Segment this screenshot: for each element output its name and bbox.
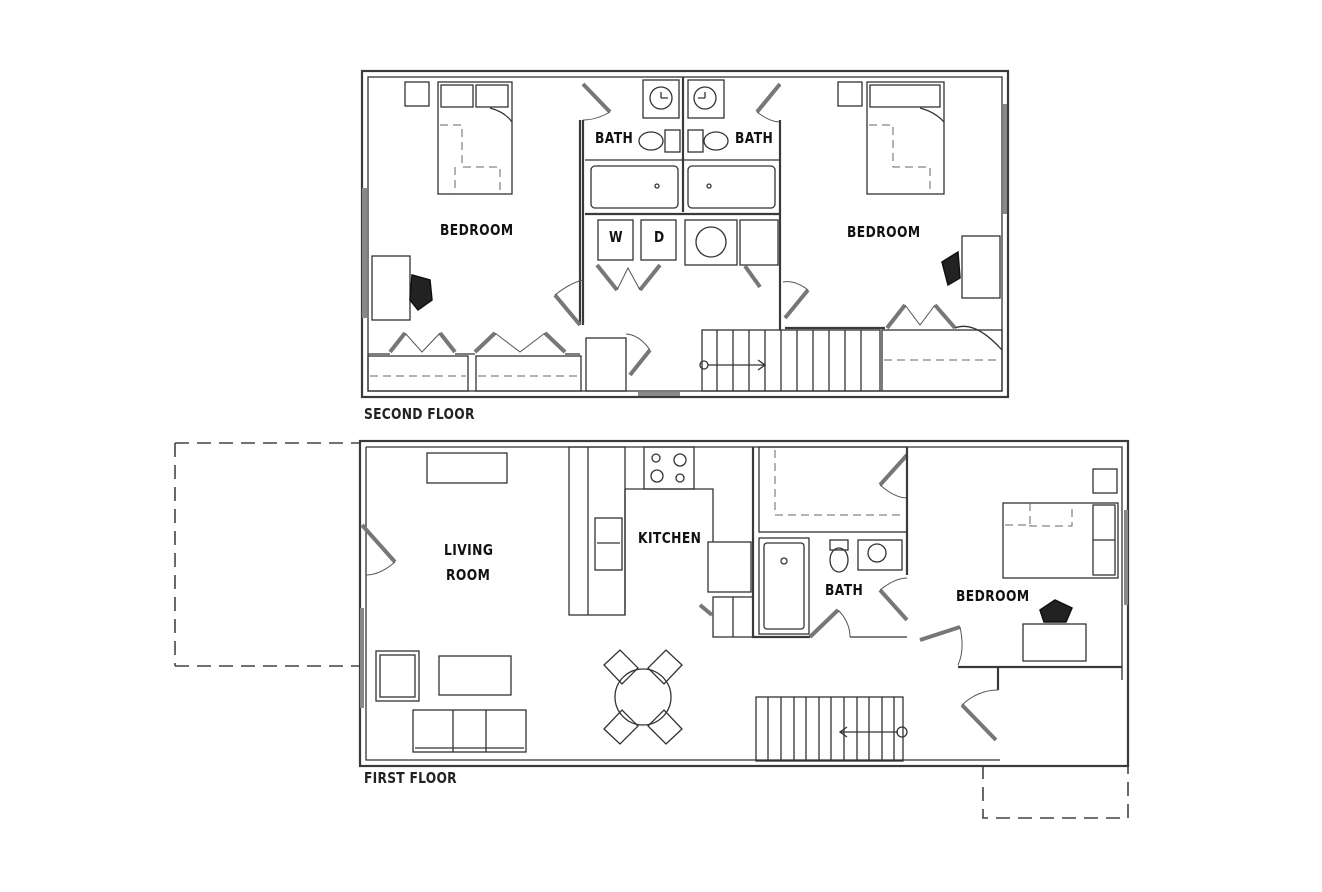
room-label-bedroom-left: BEDROOM: [440, 221, 514, 239]
sofa: [412, 709, 527, 753]
second-floor-plan: [360, 69, 1010, 399]
toilet: [638, 131, 664, 151]
desk: [1022, 623, 1087, 662]
refrigerator: [707, 541, 752, 593]
toilet: [703, 131, 729, 151]
staircase: [701, 329, 881, 392]
patio-outline: [174, 442, 360, 667]
stove: [643, 446, 695, 490]
bathtub: [590, 165, 679, 209]
water-heater: [695, 226, 727, 258]
room-label-bedroom: BEDROOM: [956, 587, 1030, 605]
room-label-bedroom-right: BEDROOM: [847, 223, 921, 241]
room-label-bath: BATH: [825, 581, 864, 599]
front-door: [960, 703, 998, 742]
bath-door: [581, 82, 612, 114]
dining-chair: [603, 649, 683, 745]
bathtub: [687, 165, 776, 209]
room-label-living-1: LIVING: [444, 541, 494, 559]
dining-table: [614, 668, 672, 726]
tv-stand: [426, 452, 508, 484]
bedroom-door: [553, 293, 582, 327]
dryer: [640, 219, 677, 261]
desk: [371, 255, 411, 321]
bathtub: [758, 537, 810, 635]
kitchen-sink: [594, 517, 623, 571]
first-floor-plan: [174, 439, 1130, 819]
desk-chair: [1039, 599, 1073, 623]
staircase: [755, 696, 904, 762]
room-label-bath-left: BATH: [595, 129, 634, 147]
porch-outline: [982, 680, 1129, 819]
room-label-bath-right: BATH: [735, 129, 774, 147]
coffee-table: [438, 655, 512, 696]
nightstand: [404, 81, 430, 107]
window: [362, 188, 367, 318]
bath-sink: [857, 539, 903, 571]
desk: [961, 235, 1001, 299]
armchair: [375, 650, 420, 702]
sink: [649, 86, 673, 110]
entry-door: [360, 523, 397, 564]
floor-label-second: SECOND FLOOR: [364, 405, 475, 423]
nightstand: [837, 81, 863, 107]
floor-label-first: FIRST FLOOR: [364, 769, 457, 787]
sink: [693, 86, 717, 110]
washer: [597, 219, 634, 261]
desk-chair: [409, 274, 433, 312]
pillow: [440, 84, 474, 108]
window: [1003, 104, 1007, 214]
washer-label: W: [609, 228, 623, 246]
desk-chair: [941, 250, 961, 287]
room-label-kitchen: KITCHEN: [638, 529, 702, 547]
pillow: [475, 84, 509, 108]
room-label-living-2: ROOM: [446, 566, 491, 584]
nightstand: [1092, 468, 1118, 494]
dryer-label: D: [654, 228, 665, 246]
toilet: [829, 547, 849, 573]
